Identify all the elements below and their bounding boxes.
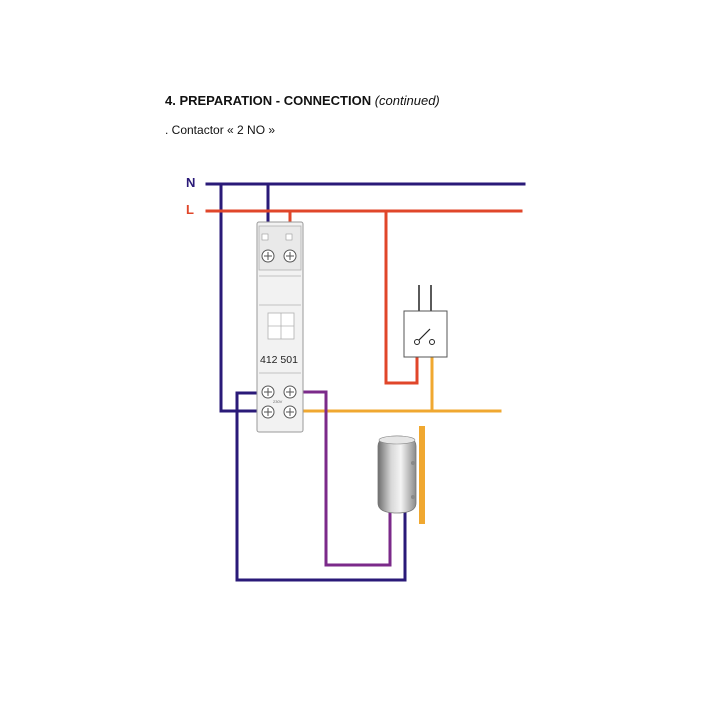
neutral-heater-wire (235, 391, 407, 582)
live-switch-wire (384, 209, 419, 385)
contactor-small-mark: 230V (273, 399, 283, 404)
wall-bracket-icon (419, 426, 425, 524)
switch-box-icon (403, 285, 448, 358)
live-label: L (186, 202, 194, 217)
heading-note: (continued) (374, 93, 440, 108)
neutral-coil-wire (219, 182, 264, 413)
contactor-module-icon: 412 501 230V (256, 221, 304, 433)
heading-main: 4. PREPARATION - CONNECTION (165, 93, 372, 108)
contactor-reference-label: 412 501 (260, 354, 298, 366)
page-heading: 4. PREPARATION - CONNECTION (continued) (165, 93, 440, 108)
neutral-label: N (186, 175, 195, 190)
water-heater-icon (377, 426, 425, 524)
load-heater-wire (288, 390, 392, 567)
page-subheading: . Contactor « 2 NO » (165, 123, 276, 137)
